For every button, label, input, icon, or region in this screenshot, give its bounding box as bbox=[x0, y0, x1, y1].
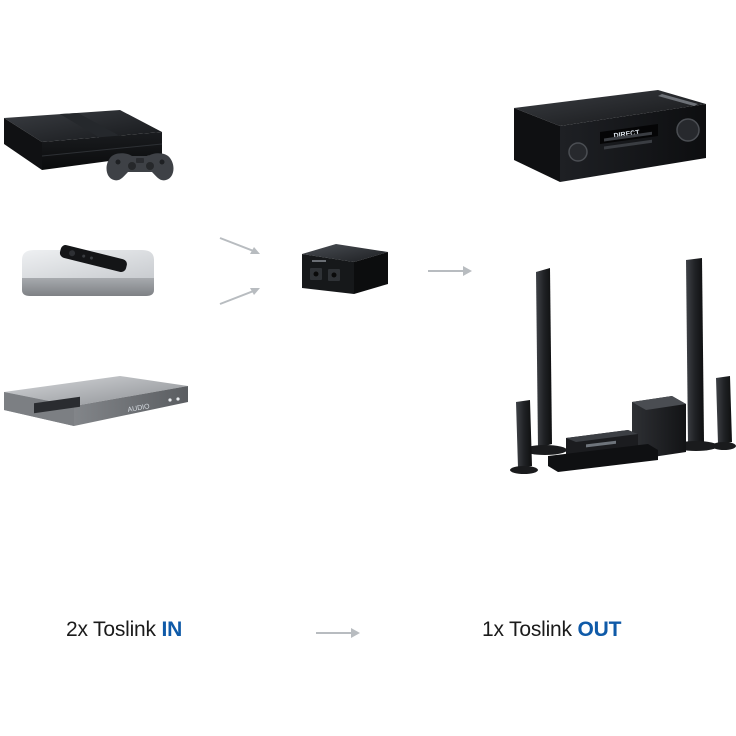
home-theater-speakers bbox=[508, 254, 736, 478]
input-arrow-top bbox=[216, 232, 266, 258]
av-receiver-icon: DIRECT bbox=[514, 90, 706, 182]
input-arrow-bottom bbox=[216, 284, 266, 310]
toslink-switch-icon bbox=[302, 244, 388, 294]
input-caption-prefix: 2x Toslink bbox=[66, 618, 162, 641]
output-caption-highlight: OUT bbox=[577, 618, 622, 641]
output-arrow bbox=[426, 262, 474, 280]
av-receiver: DIRECT bbox=[508, 86, 712, 186]
arrow-right-icon bbox=[316, 628, 360, 638]
game-console bbox=[0, 100, 180, 190]
toslink-switch bbox=[296, 238, 392, 300]
output-caption: 1x Toslink OUT bbox=[482, 618, 621, 648]
media-player-icon bbox=[22, 245, 154, 296]
receiver-display-text: DIRECT bbox=[613, 129, 640, 140]
caption-arrow bbox=[314, 624, 362, 642]
arrow-right-icon bbox=[219, 288, 260, 305]
player-display-text: AUDIO bbox=[127, 403, 151, 414]
home-theater-speakers-icon bbox=[510, 258, 736, 474]
disc-player: AUDIO bbox=[0, 368, 196, 438]
input-caption-highlight: IN bbox=[161, 618, 183, 641]
output-caption-prefix: 1x Toslink bbox=[482, 618, 578, 641]
input-caption: 2x Toslink IN bbox=[66, 618, 182, 648]
game-console-icon bbox=[4, 110, 174, 181]
media-player bbox=[14, 238, 164, 304]
arrow-right-icon bbox=[428, 266, 472, 276]
arrow-right-icon bbox=[219, 237, 260, 254]
disc-player-icon: AUDIO bbox=[4, 376, 188, 426]
